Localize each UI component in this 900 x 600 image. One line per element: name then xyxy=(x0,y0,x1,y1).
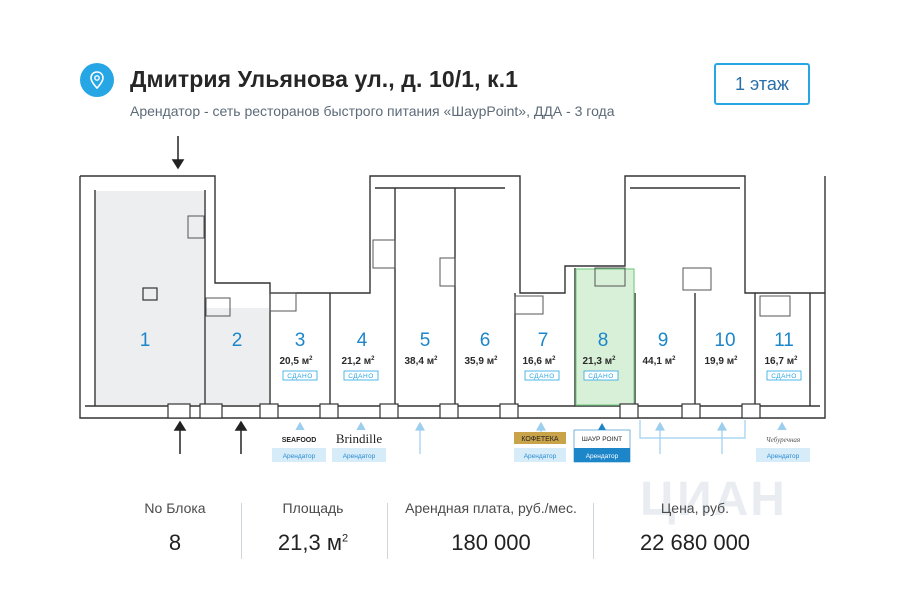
svg-text:44,1 м2: 44,1 м2 xyxy=(643,356,677,367)
block-7-status-badge: СДАНО xyxy=(529,373,555,380)
block-3-number: 3 xyxy=(295,330,306,351)
block-9-number: 9 xyxy=(658,330,669,351)
cheburechnaya-logo: Чебуречная xyxy=(766,436,800,444)
block-6-number: 6 xyxy=(480,330,491,351)
tenant-label: Арендатор xyxy=(767,453,800,460)
block-7-number: 7 xyxy=(538,330,549,351)
divider xyxy=(593,503,594,559)
block-7-area-label: 16,6 м xyxy=(523,356,553,367)
block-11-area-label: 16,7 м xyxy=(765,356,795,367)
location-pin-icon xyxy=(80,63,114,97)
price-label: Цена, руб. xyxy=(660,500,730,516)
block-10-number: 10 xyxy=(714,330,735,351)
block-1-number: 1 xyxy=(140,330,151,351)
block-11-number: 11 xyxy=(774,330,794,351)
area-label: Площадь xyxy=(282,500,344,516)
block-number-label: No Блока xyxy=(144,500,206,516)
floor-plan: 1 2 3 4 5 6 7 8 9 10 11 20,5 м2 21,2 м2 … xyxy=(79,136,826,463)
brindille-logo: Brindille xyxy=(336,431,382,446)
stat-rent: Арендная плата, руб./мес. 180 000 xyxy=(396,500,586,556)
block-10-area-label: 19,9 м xyxy=(705,356,735,367)
block-8-number: 8 xyxy=(598,330,609,351)
svg-text:21,3 м2: 21,3 м2 xyxy=(583,356,617,367)
rent-value: 180 000 xyxy=(451,530,531,555)
block-6-area-label: 35,9 м xyxy=(465,356,495,367)
tenant-card-brindille[interactable]: Brindille Арендатор xyxy=(332,430,386,462)
block-8-area-label: 21,3 м xyxy=(583,356,613,367)
block-2-number: 2 xyxy=(232,330,243,351)
svg-text:16,7 м2: 16,7 м2 xyxy=(765,356,799,367)
svg-text:35,9 м2: 35,9 м2 xyxy=(465,356,499,367)
svg-text:38,4 м2: 38,4 м2 xyxy=(405,356,439,367)
block-5-number: 5 xyxy=(420,330,431,351)
tenant-label: Арендатор xyxy=(524,453,557,460)
block-3-area-label: 20,5 м xyxy=(280,356,310,367)
block-4-number: 4 xyxy=(357,330,368,351)
svg-text:19,9 м2: 19,9 м2 xyxy=(705,356,739,367)
stat-price: Цена, руб. 22 680 000 xyxy=(610,500,780,556)
divider xyxy=(387,503,388,559)
block-3-status-badge: СДАНО xyxy=(287,373,313,380)
svg-text:21,2 м2: 21,2 м2 xyxy=(342,356,376,367)
stat-area: Площадь 21,3 м2 xyxy=(258,500,368,556)
block-number-value: 8 xyxy=(168,530,182,555)
svg-text:20,5 м2: 20,5 м2 xyxy=(280,356,314,367)
block-2-area[interactable] xyxy=(206,308,269,405)
tenant-card-kofeteka[interactable]: КОФЕТЕКА Арендатор xyxy=(514,432,566,462)
tenant-label: Арендатор xyxy=(343,453,376,460)
block-8-status-badge: СДАНО xyxy=(588,373,614,380)
block-8-area[interactable] xyxy=(575,268,635,406)
area-unit-sup: 2 xyxy=(341,532,349,545)
tenant-label: Арендатор xyxy=(586,453,619,460)
tenant-label: Арендатор xyxy=(283,453,316,460)
block-5-area-label: 38,4 м xyxy=(405,356,435,367)
floor-button[interactable]: 1 этаж xyxy=(714,63,810,105)
block-1-area[interactable] xyxy=(96,191,204,405)
area-value: 21,3 м xyxy=(277,530,342,555)
divider xyxy=(241,503,242,559)
block-4-status-badge: СДАНО xyxy=(348,373,374,380)
page-title: Дмитрия Ульянова ул., д. 10/1, к.1 xyxy=(130,66,519,92)
price-value: 22 680 000 xyxy=(639,530,751,555)
seafood-logo: SEAFOOD xyxy=(282,437,317,444)
tenant-card-seafood[interactable]: SEAFOOD Арендатор xyxy=(272,430,326,462)
kofeteka-logo: КОФЕТЕКА xyxy=(521,436,558,443)
svg-text:16,6 м2: 16,6 м2 xyxy=(523,356,557,367)
block-9-area-label: 44,1 м xyxy=(643,356,673,367)
entrance-arrow-icon xyxy=(171,136,248,454)
watermark-logo: ЦИАН xyxy=(640,473,787,526)
tenant-card-shaurpoint[interactable]: ШАУР POINT Арендатор xyxy=(573,429,631,463)
page-subtitle: Арендатор - сеть ресторанов быстрого пит… xyxy=(130,103,615,119)
tenant-card-cheburechnaya[interactable]: Чебуречная Арендатор xyxy=(756,430,810,462)
rent-label: Арендная плата, руб./мес. xyxy=(405,500,577,516)
stat-block: No Блока 8 xyxy=(130,500,220,556)
block-11-status-badge: СДАНО xyxy=(771,373,797,380)
shaurpoint-logo: ШАУР POINT xyxy=(582,436,622,443)
block-4-area-label: 21,2 м xyxy=(342,356,372,367)
